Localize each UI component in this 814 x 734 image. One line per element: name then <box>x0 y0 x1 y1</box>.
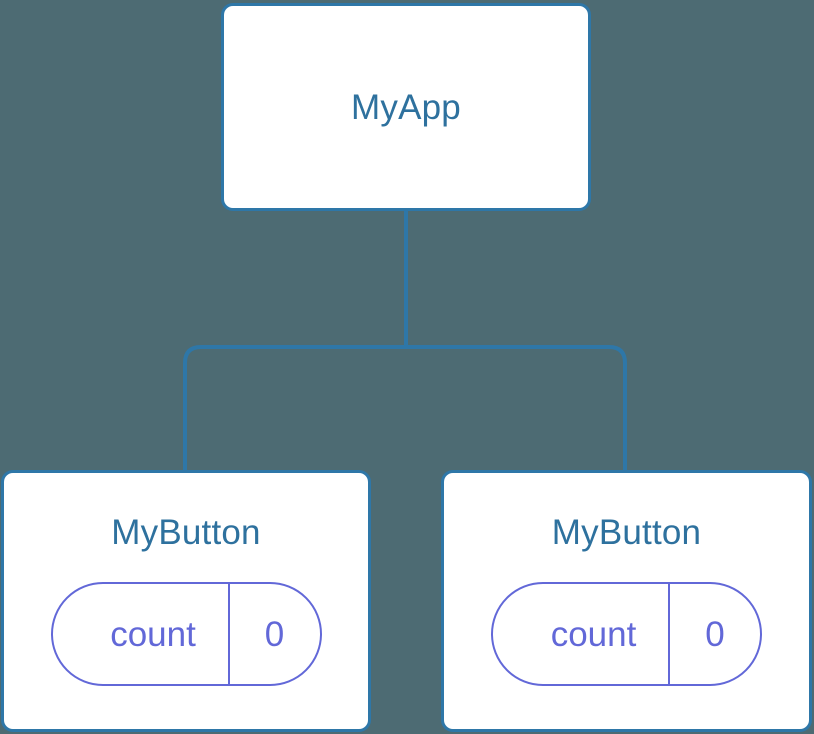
state-pill-value[interactable]: 0 <box>668 584 760 684</box>
node-mybutton-right[interactable]: MyButton count 0 <box>441 470 812 732</box>
state-pill-value[interactable]: 0 <box>227 584 320 684</box>
node-title: MyApp <box>351 87 461 127</box>
state-pill-key: count <box>550 614 637 654</box>
state-pill-count[interactable]: count 0 <box>491 582 762 686</box>
node-myapp[interactable]: MyApp <box>221 3 591 211</box>
node-title: MyButton <box>551 513 702 552</box>
edge-branch-bar <box>183 345 627 470</box>
node-title: MyButton <box>111 513 261 552</box>
node-mybutton-left[interactable]: MyButton count 0 <box>1 470 371 732</box>
state-pill-key: count <box>110 614 196 654</box>
state-pill-count[interactable]: count 0 <box>50 582 322 686</box>
